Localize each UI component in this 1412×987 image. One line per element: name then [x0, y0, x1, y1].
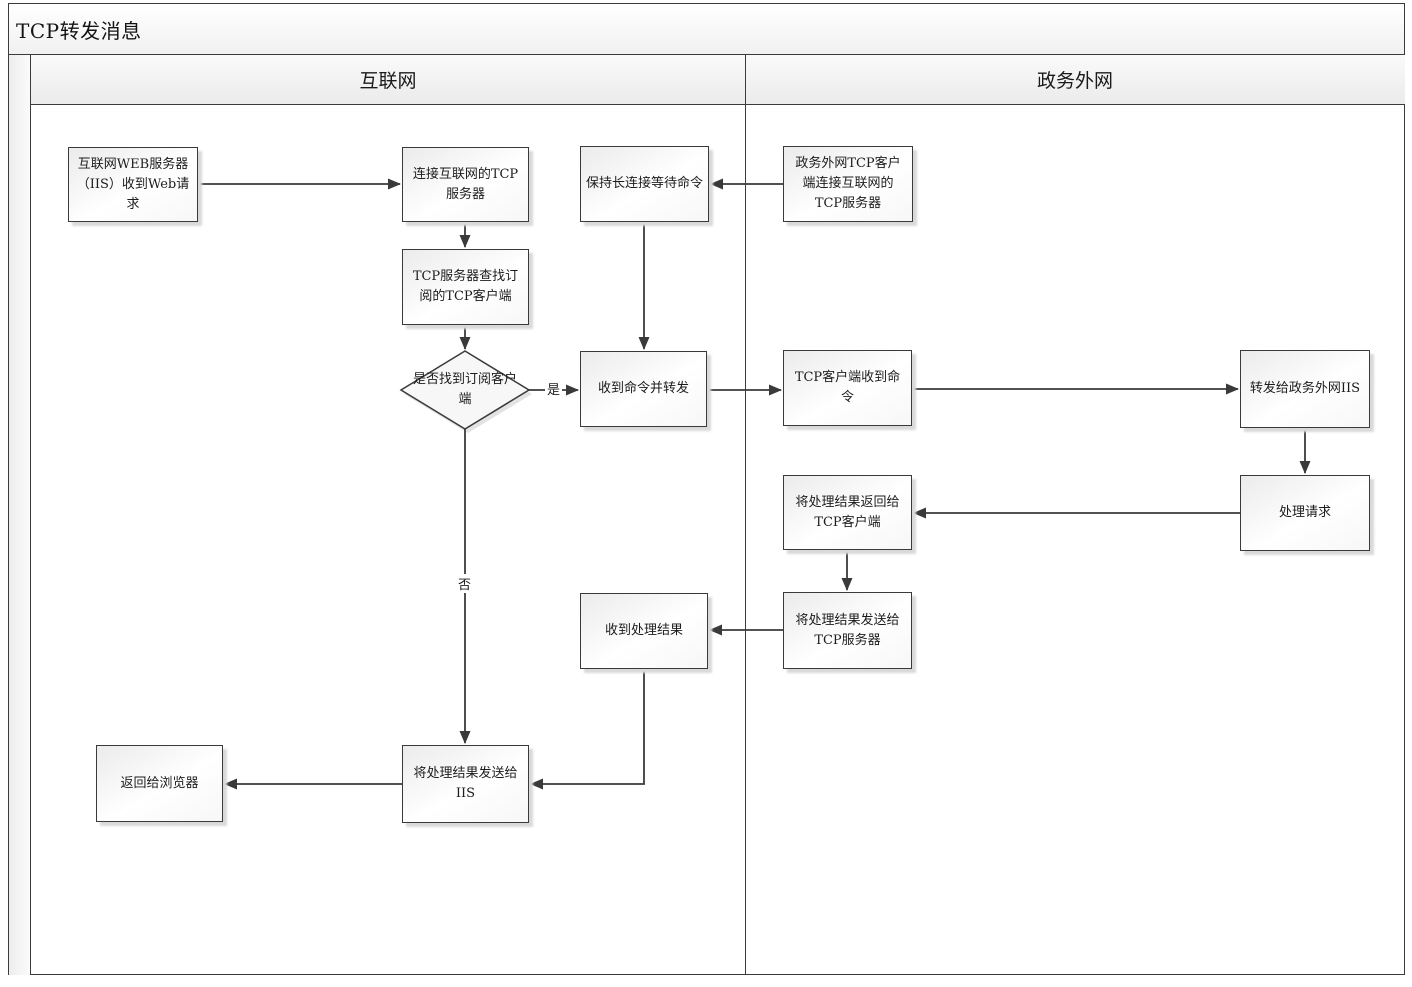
lane-header-gov-extranet-label: 政务外网 — [1036, 70, 1113, 92]
node-process-request: 处理请求 — [1240, 475, 1370, 551]
node-recv-result: 收到处理结果 — [580, 593, 708, 669]
node-send-to-iis: 将处理结果发送给IIS — [402, 745, 529, 823]
node-keep-alive-label: 保持长连接等待命令 — [586, 176, 704, 191]
edge-label-no: 否 — [456, 574, 474, 593]
node-fwd-gov-iis-label: 转发给政务外网IIS — [1249, 381, 1361, 396]
node-send-to-server: 将处理结果发送给TCP服务器 — [783, 592, 912, 669]
node-find-client-label: TCP服务器查找订阅的TCP客户端 — [412, 269, 519, 304]
node-client-recv-label: TCP客户端收到命令 — [794, 370, 901, 405]
swimlane-side-strip — [8, 55, 31, 975]
node-recv-result-label: 收到处理结果 — [604, 623, 683, 638]
node-process-request-label: 处理请求 — [1278, 505, 1331, 520]
lane-header-gov-extranet: 政务外网 — [745, 55, 1405, 105]
lane-divider — [745, 55, 746, 975]
node-keep-alive: 保持长连接等待命令 — [580, 146, 709, 222]
node-connect-tcp: 连接互联网的TCP服务器 — [402, 147, 529, 222]
node-gov-connect-label: 政务外网TCP客户端连接互联网的TCP服务器 — [795, 156, 901, 211]
node-return-browser-label: 返回给浏览器 — [120, 775, 199, 791]
node-found-decision-label-box: 是否找到订阅客户端 — [407, 364, 523, 416]
edge-label-yes: 是 — [545, 379, 563, 398]
node-send-to-iis-label: 将处理结果发送给IIS — [413, 766, 518, 801]
node-find-client: TCP服务器查找订阅的TCP客户端 — [402, 249, 529, 325]
lane-header-internet: 互联网 — [31, 55, 745, 105]
node-found-decision-label: 是否找到订阅客户端 — [412, 372, 517, 407]
node-web-request: 互联网WEB服务器（IIS）收到Web请求 — [68, 147, 198, 222]
node-fwd-gov-iis: 转发给政务外网IIS — [1240, 350, 1370, 428]
node-connect-tcp-label: 连接互联网的TCP服务器 — [412, 166, 519, 202]
diagram-title: TCP转发消息 — [16, 18, 142, 43]
node-web-request-label: 互联网WEB服务器（IIS）收到Web请求 — [76, 156, 190, 212]
node-forward-cmd-label: 收到命令并转发 — [597, 381, 689, 396]
node-client-recv: TCP客户端收到命令 — [783, 350, 912, 426]
node-return-browser: 返回给浏览器 — [96, 745, 223, 822]
node-send-to-server-label: 将处理结果发送给TCP服务器 — [795, 612, 900, 648]
node-return-to-client-label: 将处理结果返回给TCP客户端 — [795, 494, 900, 530]
node-forward-cmd: 收到命令并转发 — [580, 351, 707, 427]
node-return-to-client: 将处理结果返回给TCP客户端 — [783, 475, 912, 550]
node-gov-connect: 政务外网TCP客户端连接互联网的TCP服务器 — [783, 146, 913, 222]
diagram-title-bar: TCP转发消息 — [8, 3, 1405, 55]
lane-header-internet-label: 互联网 — [359, 70, 417, 92]
